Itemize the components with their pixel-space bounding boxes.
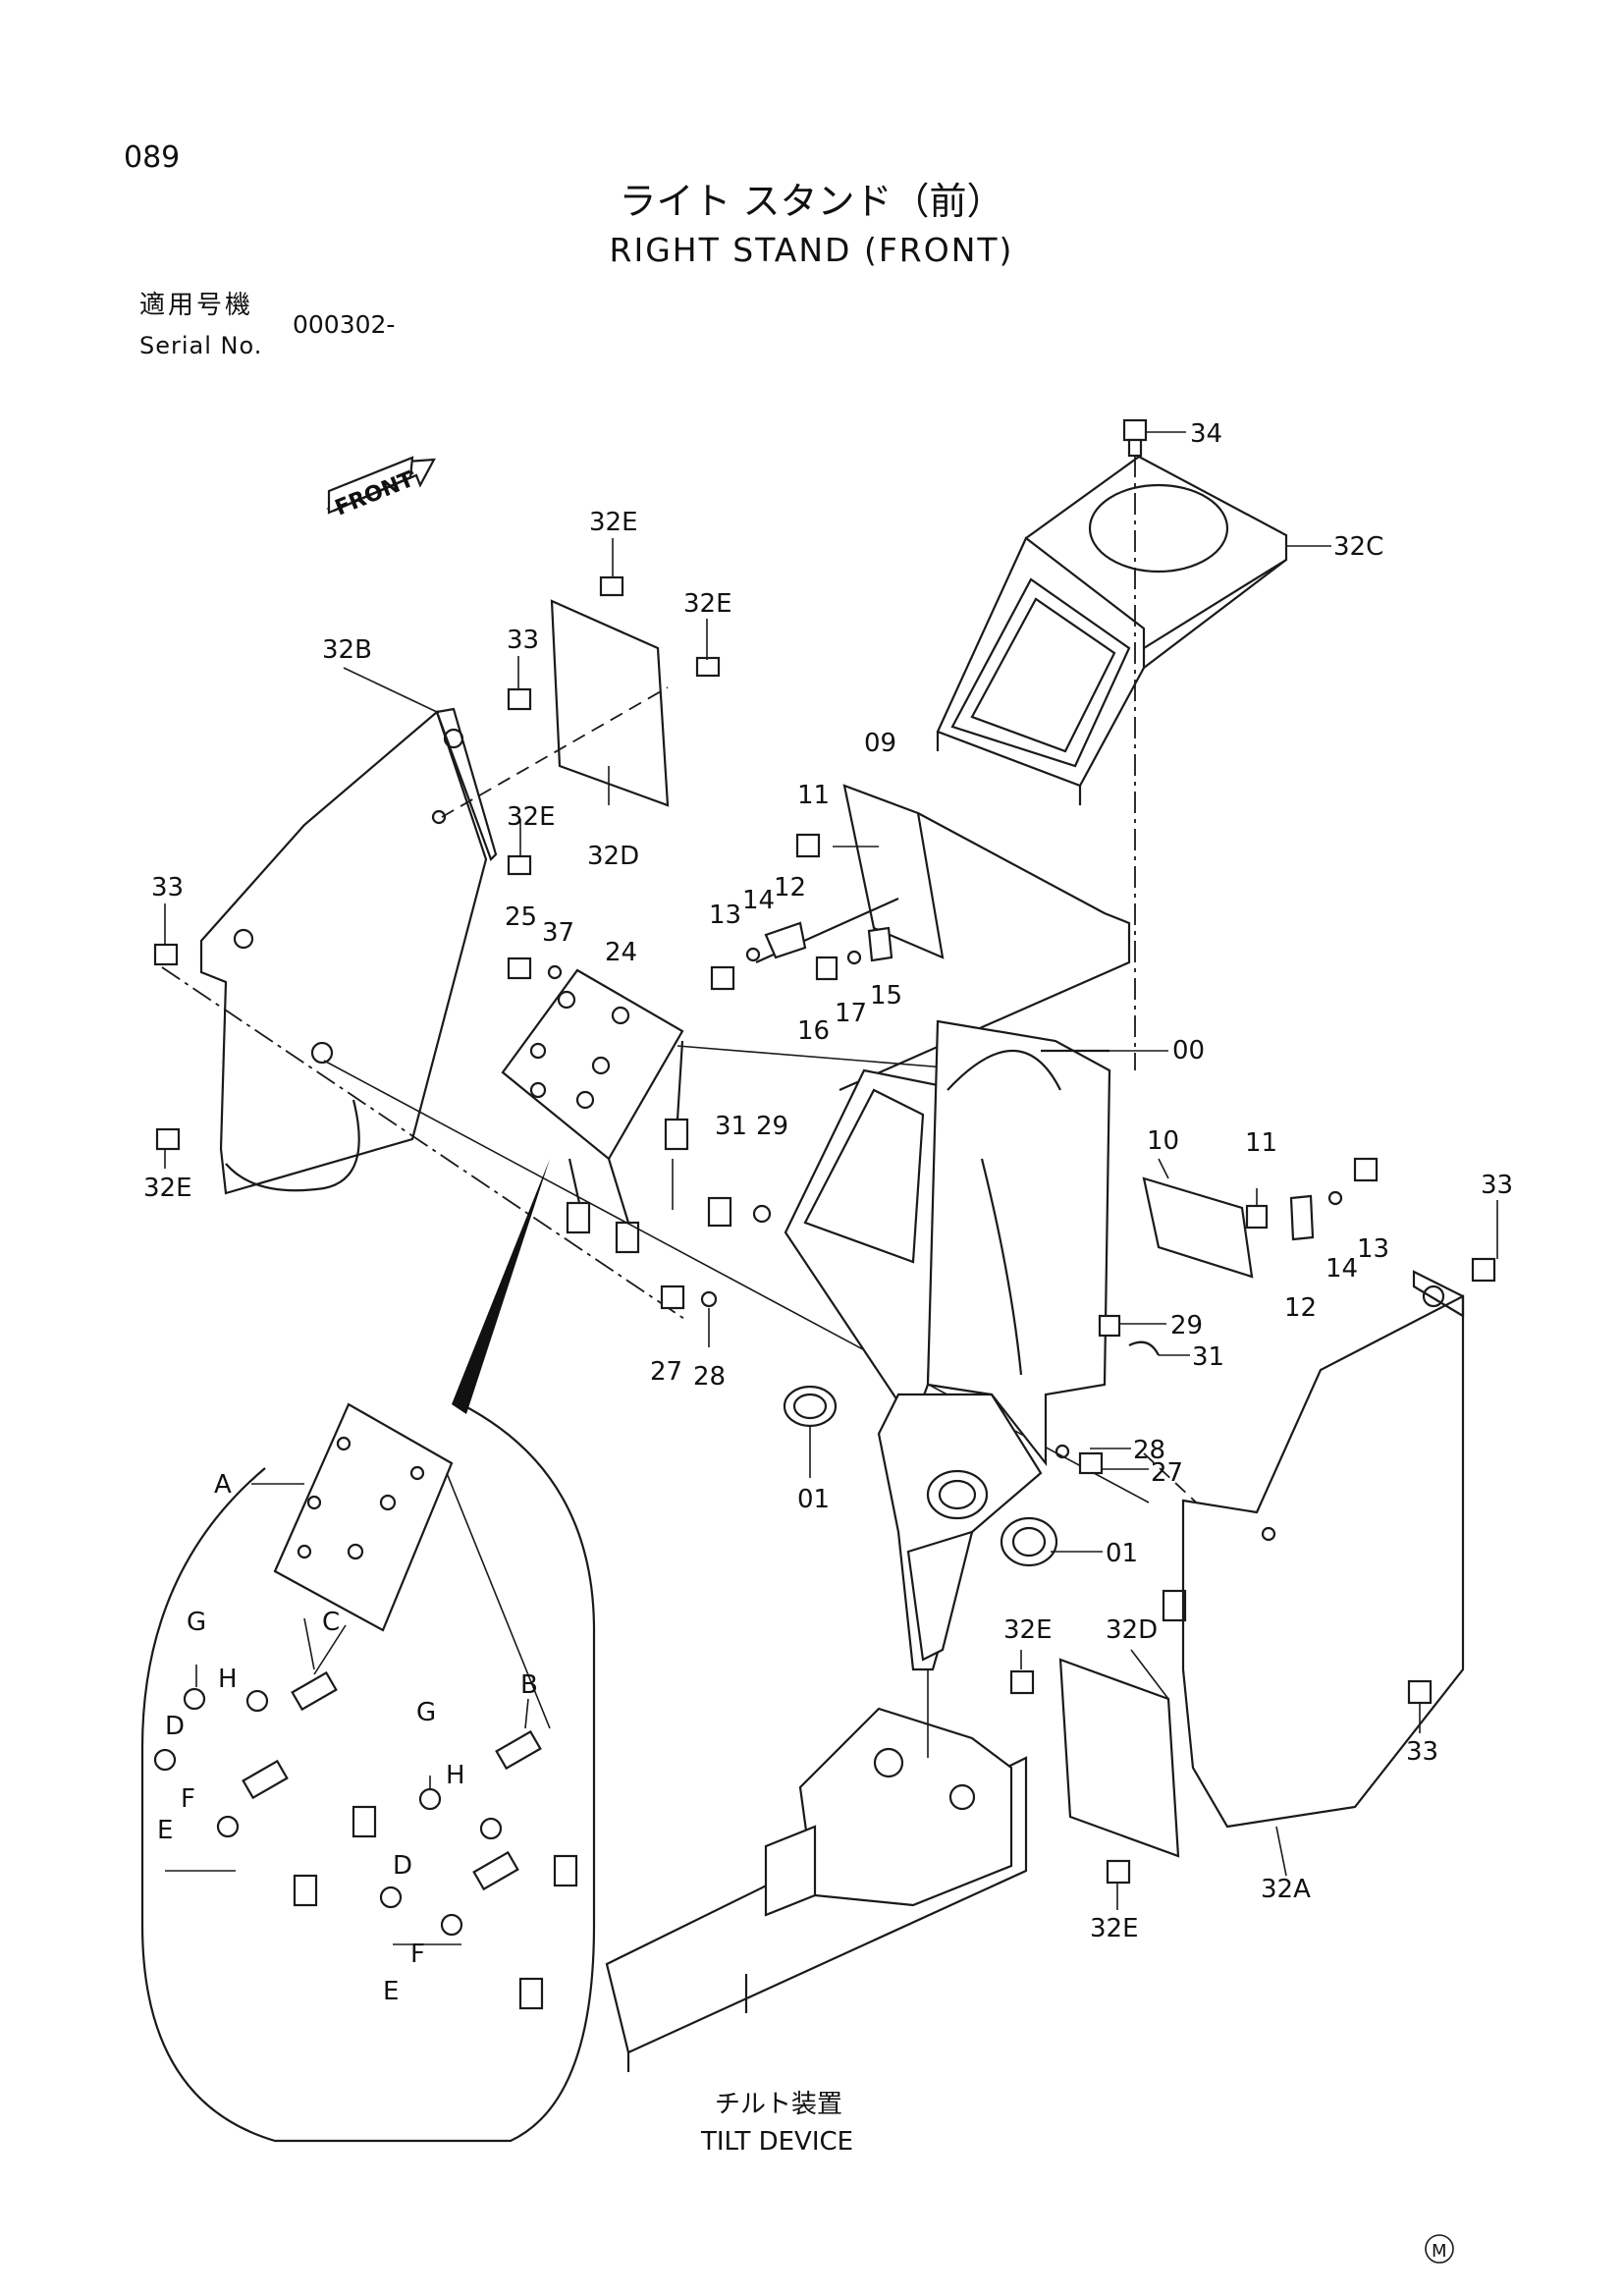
label-15: 15 [870,981,902,1011]
detail-label-h-b: H [446,1761,465,1790]
page-number: 089 [124,140,181,175]
detail-label-d-a: D [165,1712,185,1741]
label-12-a: 12 [774,873,806,902]
label-33-b: 33 [151,873,184,902]
bolt-34 [1122,418,1148,1070]
label-10: 10 [1147,1126,1179,1156]
label-27-a: 27 [650,1357,682,1387]
label-16: 16 [797,1016,830,1046]
detail-label-f-b: F [410,1940,425,1969]
label-01-a: 01 [797,1485,830,1514]
part-09-plate [755,784,1131,1092]
label-13-b: 13 [1357,1234,1389,1264]
serial-label-japanese: 適用号機 [139,291,254,320]
label-34: 34 [1190,419,1222,449]
label-33-d: 33 [1406,1737,1438,1767]
label-28-a: 28 [693,1362,726,1392]
label-32e-e: 32E [1003,1615,1053,1645]
tilt-device-illustration [605,1669,1028,2072]
label-09: 09 [864,729,896,758]
tilt-device-label-japanese: チルト装置 [715,2090,843,2119]
detail-label-g-b: G [416,1698,436,1727]
part-00-main-stand [784,1019,1111,1671]
small-hardware-group-upper [710,833,893,991]
label-32e-f: 32E [1090,1914,1139,1943]
label-31-a: 31 [715,1112,747,1141]
label-29-b: 29 [1170,1311,1203,1340]
label-32d-b: 32D [1106,1615,1158,1645]
detail-letter-labels: A C B G H D F E G H D F E [157,1470,538,2006]
tilt-device-label-english: TILT DEVICE [701,2127,854,2157]
part-32a-right-cover [1162,1257,1496,1829]
part-number-labels: 34 32C 32E 32E 33 32B 32D 32E 33 32E 09 … [143,419,1513,1943]
part-01-bushings [783,1385,1058,1567]
detail-label-c: C [322,1608,340,1637]
label-11-a: 11 [797,781,830,810]
part-32d-upper-plate [441,599,670,818]
label-32c: 32C [1333,532,1383,562]
label-00: 00 [1172,1036,1205,1066]
serial-number-value: 000302- [293,310,396,339]
detail-label-e-b: E [383,1977,399,2006]
label-01-b: 01 [1106,1539,1138,1568]
label-28-b: 28 [1133,1436,1165,1465]
label-12-b: 12 [1284,1293,1317,1323]
leader-lines [164,431,1498,1910]
bolts-upper-left [153,575,721,1151]
detail-label-e-a: E [157,1816,173,1845]
label-24: 24 [605,938,637,967]
label-32d-a: 32D [587,842,639,871]
label-25: 25 [505,902,537,932]
front-direction-arrow: FRONT [326,456,436,521]
page-title-english: RIGHT STAND (FRONT) [609,231,1014,269]
label-32e-b: 32E [683,589,732,619]
label-14-b: 14 [1325,1254,1358,1284]
switch-detail-bubble [140,1159,596,2143]
serial-label-english: Serial No. [139,332,263,359]
label-32e-c: 32E [507,802,556,832]
corner-mark-letter: M [1432,2241,1447,2262]
label-27-b: 27 [1151,1458,1183,1488]
detail-label-b: B [520,1670,538,1700]
label-33-c: 33 [1481,1171,1513,1200]
label-32e-d: 32E [143,1174,192,1203]
label-31-b: 31 [1192,1342,1224,1372]
part-32b-left-cover [199,707,498,1195]
label-29-a: 29 [756,1112,788,1141]
detail-label-a: A [214,1470,232,1500]
part-32d-lower-plate [1009,1658,1180,1885]
label-32a: 32A [1261,1875,1311,1904]
label-32b: 32B [322,635,372,665]
small-hardware-group-right [660,1157,1379,1475]
detail-label-h-a: H [218,1665,238,1694]
label-32e-a: 32E [589,508,638,537]
label-33-a: 33 [507,626,539,655]
detail-label-d-b: D [393,1851,412,1881]
part-32c-top-bracket [936,455,1288,805]
page-title-japanese: ライト スタンド（前） [619,180,1004,223]
label-11-b: 11 [1245,1128,1277,1158]
detail-label-g-a: G [187,1608,206,1637]
corner-circle-mark: M [1425,2234,1454,2264]
label-17: 17 [835,999,867,1028]
label-13-a: 13 [709,901,741,930]
detail-label-f-a: F [181,1784,195,1814]
label-37: 37 [542,918,574,948]
label-14-a: 14 [742,886,775,915]
